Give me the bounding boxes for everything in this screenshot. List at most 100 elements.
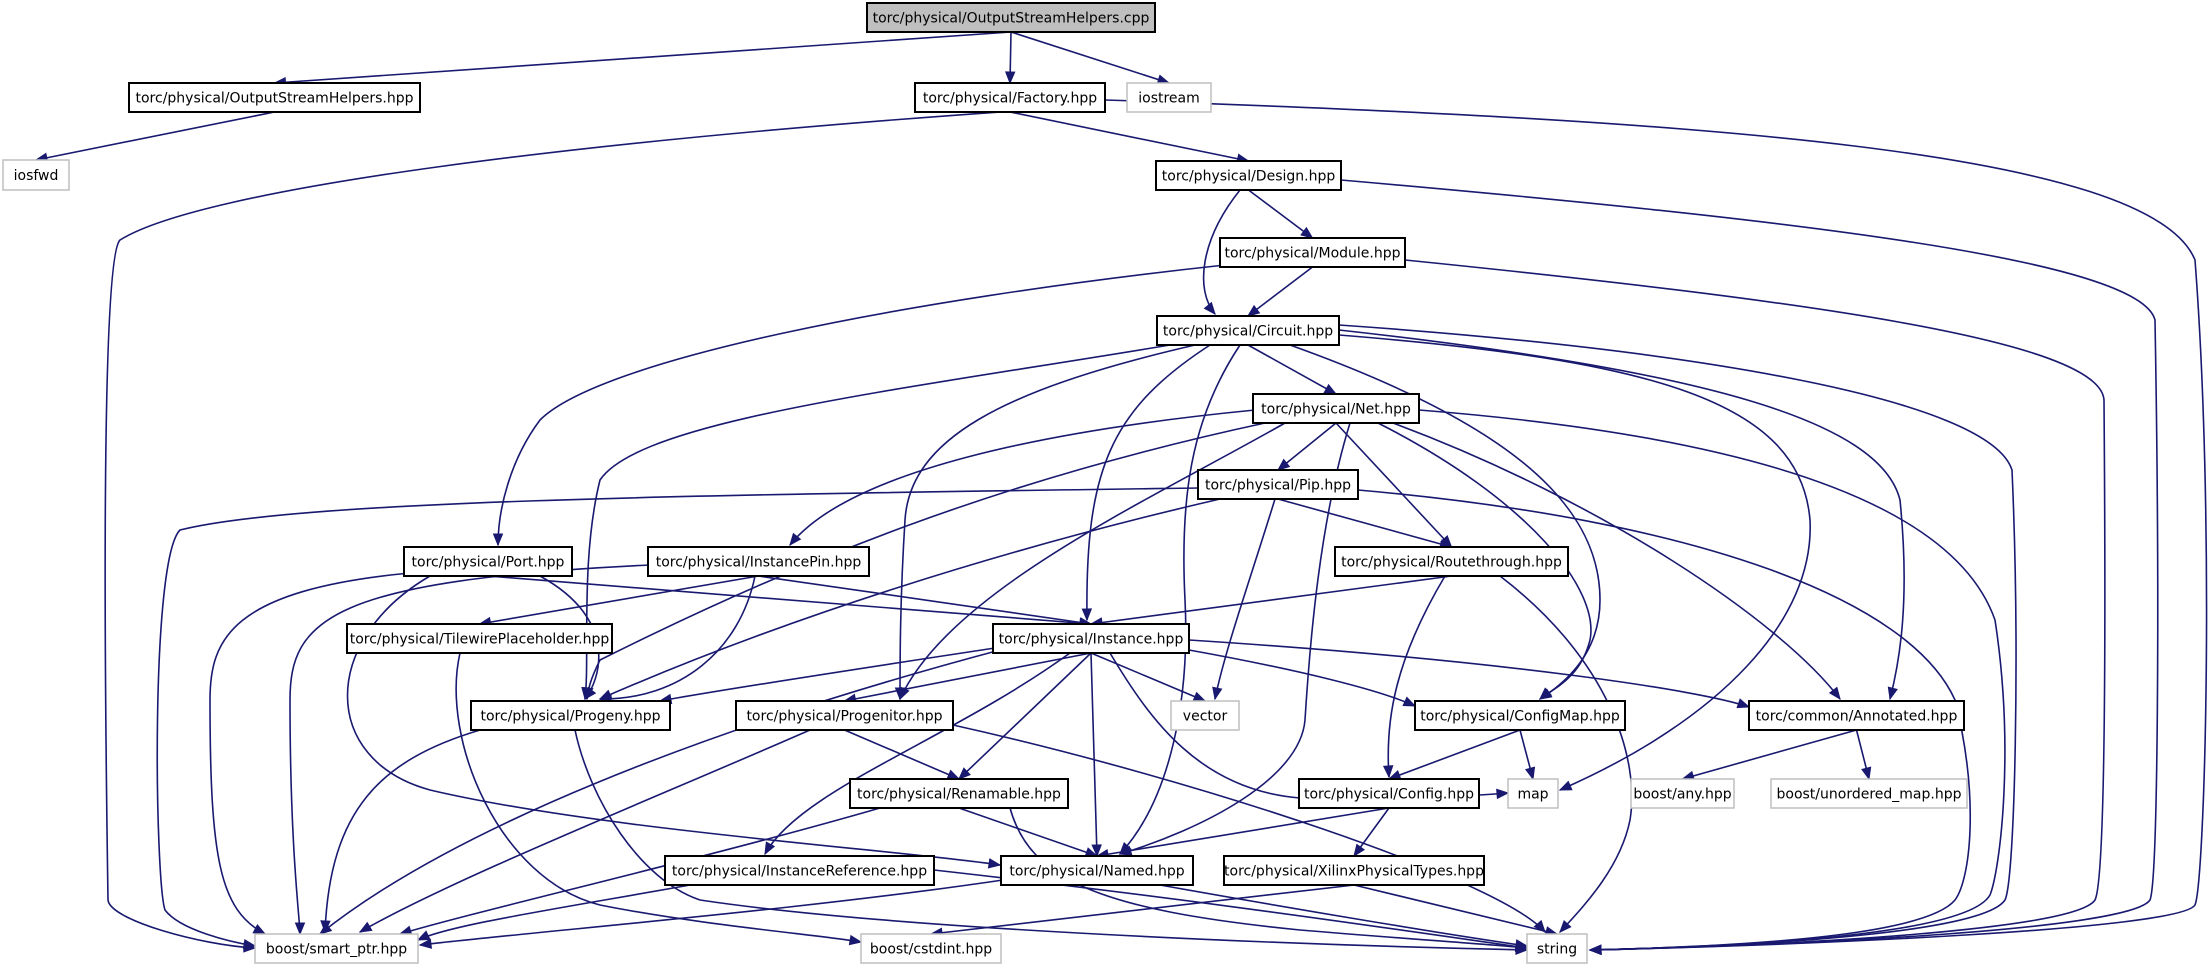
arrowhead-instance-to-renamable: [958, 767, 971, 780]
node-xilinx[interactable]: torc/physical/XilinxPhysicalTypes.hpp: [1223, 855, 1485, 886]
arrowhead-named-to-smartptr: [418, 938, 433, 949]
edge-instance-to-progeny: [659, 647, 996, 702]
edge-factory-to-smartptr: [104, 104, 1104, 949]
arrowhead-design-to-circuit: [1203, 301, 1216, 316]
edge-instance-to-renamable: [958, 652, 1092, 780]
edge-progenitor-to-renamable: [844, 729, 960, 780]
node-port[interactable]: torc/physical/Port.hpp: [403, 546, 573, 577]
edge-routethrough-to-config: [1387, 575, 1446, 778]
node-box: [860, 933, 1002, 964]
node-box: [1748, 700, 1965, 731]
edge-net-to-pip: [1277, 422, 1337, 471]
node-instpin[interactable]: torc/physical/InstancePin.hpp: [647, 546, 870, 577]
nodes-layer: torc/physical/OutputStreamHelpers.cpp tor…: [2, 2, 1968, 964]
edge-module-to-circuit: [1247, 266, 1313, 317]
edge-circuit-to-annotated: [1338, 329, 1905, 700]
node-box: [664, 855, 935, 886]
edge-xilinx-to-cstdint: [930, 884, 1355, 935]
edge-named-to-string: [1159, 884, 1528, 947]
arrowhead-progeny-to-smartptr: [320, 920, 331, 934]
node-string: string: [1526, 933, 1588, 964]
node-module[interactable]: torc/physical/Module.hpp: [1219, 237, 1406, 268]
edge-net-to-string: [1418, 409, 2006, 951]
node-box: [735, 700, 954, 731]
arrowhead-net-to-pip: [1276, 458, 1291, 471]
edge-design-to-module: [1248, 189, 1313, 239]
edge-instance-to-annotated: [1188, 639, 1750, 708]
edge-pip-to-routethrough: [1277, 498, 1452, 548]
edge-circuit-to-string: [1338, 324, 2017, 951]
node-root[interactable]: torc/physical/OutputStreamHelpers.cpp: [866, 2, 1156, 33]
edge-root-to-iostream: [1010, 31, 1170, 84]
node-label: map: [1517, 787, 1548, 803]
edge-module-to-port: [497, 264, 1226, 546]
node-label: torc/physical/Instance.hpp: [999, 632, 1184, 648]
node-box: [992, 623, 1190, 654]
node-routethrough[interactable]: torc/physical/Routethrough.hpp: [1334, 546, 1569, 577]
edge-renamable-to-named: [958, 807, 1098, 857]
node-net[interactable]: torc/physical/Net.hpp: [1252, 393, 1420, 424]
node-label: torc/physical/Named.hpp: [1009, 864, 1184, 880]
arrowhead-circuit-to-annotated: [1887, 686, 1898, 701]
node-label: torc/physical/Config.hpp: [1304, 787, 1474, 803]
node-label: iosfwd: [14, 168, 59, 184]
edge-instpin-to-smartptr: [289, 564, 651, 935]
edge-port-to-instance: [487, 575, 1092, 625]
edge-circuit-to-net: [1247, 344, 1337, 395]
node-box: [1334, 546, 1569, 577]
edge-circuit-to-instance: [1086, 344, 1211, 621]
node-named[interactable]: torc/physical/Named.hpp: [1000, 855, 1194, 886]
edge-root-to-osh_hpp: [274, 31, 1012, 84]
node-label: torc/physical/OutputStreamHelpers.cpp: [873, 11, 1150, 27]
edge-pip-to-string: [1357, 489, 1971, 951]
node-label: torc/common/Annotated.hpp: [1756, 709, 1958, 725]
node-box: [1770, 778, 1968, 809]
node-pip[interactable]: torc/physical/Pip.hpp: [1197, 469, 1359, 500]
node-map: map: [1507, 778, 1559, 809]
node-label: boost/any.hpp: [1633, 787, 1731, 803]
edge-instance-to-progenitor: [844, 652, 1092, 702]
node-instref[interactable]: torc/physical/InstanceReference.hpp: [664, 855, 935, 886]
edge-circuit-to-progenitor: [899, 344, 1196, 700]
node-label: torc/physical/Circuit.hpp: [1163, 324, 1333, 340]
node-renamable[interactable]: torc/physical/Renamable.hpp: [849, 778, 1069, 809]
node-iosfwd: iosfwd: [2, 159, 70, 191]
node-tileplace[interactable]: torc/physical/TilewirePlaceholder.hpp: [346, 623, 613, 654]
node-factory[interactable]: torc/physical/Factory.hpp: [914, 82, 1106, 113]
node-box: [1630, 778, 1735, 809]
node-osh_hpp[interactable]: torc/physical/OutputStreamHelpers.hpp: [128, 82, 421, 113]
arrowhead-design-to-module: [1300, 226, 1314, 239]
node-progenitor[interactable]: torc/physical/Progenitor.hpp: [735, 700, 954, 731]
node-label: boost/unordered_map.hpp: [1777, 787, 1962, 803]
node-circuit[interactable]: torc/physical/Circuit.hpp: [1156, 315, 1340, 346]
arrowhead-tileplace-to-cstdint: [848, 934, 863, 946]
node-progeny[interactable]: torc/physical/Progeny.hpp: [470, 700, 671, 731]
node-box: [1223, 855, 1485, 886]
arrowhead-instance-to-map: [1496, 788, 1510, 800]
edge-net-to-configmap: [1377, 422, 1592, 700]
node-box: [849, 778, 1069, 809]
node-box: [1156, 315, 1340, 346]
arrowhead-circuit-to-instance: [1081, 608, 1093, 622]
node-design[interactable]: torc/physical/Design.hpp: [1155, 160, 1342, 191]
node-box: [346, 623, 613, 654]
node-configmap[interactable]: torc/physical/ConfigMap.hpp: [1414, 700, 1626, 731]
node-config[interactable]: torc/physical/Config.hpp: [1298, 778, 1480, 809]
node-annotated[interactable]: torc/common/Annotated.hpp: [1748, 700, 1965, 731]
node-box: [866, 2, 1156, 33]
node-label: torc/physical/Pip.hpp: [1205, 478, 1351, 494]
node-box: [1414, 700, 1626, 731]
edge-instpin-to-progeny: [599, 575, 756, 700]
edge-pip-to-vector: [1214, 498, 1276, 700]
edge-tileplace-to-cstdint: [455, 652, 862, 943]
edge-routethrough-to-string: [1499, 575, 1633, 933]
edge-instance-to-named: [1090, 652, 1098, 857]
arrowhead-net-to-annotated: [1828, 686, 1841, 701]
edge-net-to-annotated: [1392, 422, 1841, 700]
arrowhead-net-to-configmap: [1539, 687, 1553, 700]
arrowhead-routethrough-to-config: [1382, 765, 1394, 779]
node-instance[interactable]: torc/physical/Instance.hpp: [992, 623, 1190, 654]
edge-xilinx-to-string: [1353, 884, 1558, 935]
arrowhead-progenitor-to-smartptr: [358, 921, 373, 933]
